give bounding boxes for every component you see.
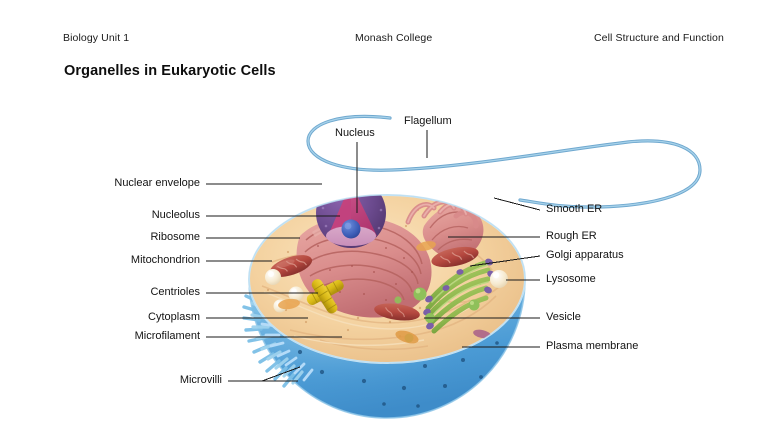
vesicle-shape (394, 287, 480, 343)
leader-microvilli-b (261, 366, 301, 382)
leader-lines (206, 130, 541, 382)
centrioles-shape (306, 279, 344, 314)
label-microvilli: Microvilli (179, 374, 222, 386)
label-nucleolus: Nucleolus (151, 209, 200, 221)
header-center-text: Monash College (355, 32, 433, 44)
label-rough-er: Rough ER (546, 230, 597, 242)
header-left-text: Biology Unit 1 (63, 32, 130, 44)
label-mitochondrion: Mitochondrion (130, 254, 200, 266)
label-vesicle: Vesicle (546, 311, 581, 323)
golgi-apparatus-shape (423, 258, 495, 334)
nucleus-shape (316, 195, 386, 248)
label-cytoplasm: Cytoplasm (148, 311, 200, 323)
label-centrioles: Centrioles (150, 286, 200, 298)
leader-golgi-apparatus (469, 255, 541, 267)
mitochondrion-shape (269, 246, 479, 321)
label-nuclear-envelope: Nuclear envelope (114, 177, 200, 189)
page-title: Organelles in Eukaryotic Cells (64, 63, 276, 79)
label-ribosome: Ribosome (150, 231, 200, 243)
label-microfilament: Microfilament (134, 330, 200, 342)
cytoplasm-surface (248, 194, 526, 364)
label-plasma-membrane: Plasma membrane (546, 340, 639, 352)
label-lysosome: Lysosome (546, 273, 596, 285)
label-smooth-er: Smooth ER (546, 203, 603, 215)
leader-smooth-er (493, 197, 541, 211)
label-nucleus: Nucleus (335, 127, 375, 139)
peroxisome-shape (278, 241, 491, 344)
label-flagellum: Flagellum (404, 115, 452, 127)
header-right-text: Cell Structure and Function (594, 32, 724, 44)
flagellum-shape (306, 114, 702, 209)
label-golgi-apparatus: Golgi apparatus (546, 249, 624, 261)
